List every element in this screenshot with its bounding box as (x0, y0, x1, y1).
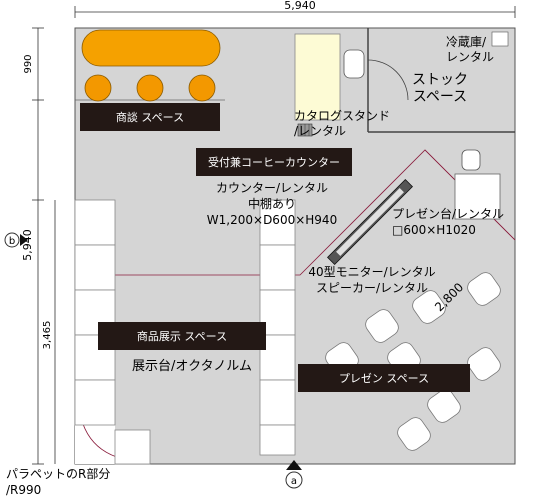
marker-b-label: b (9, 236, 15, 247)
zone-reception-label: 受付兼コーヒーカウンター (208, 156, 340, 169)
marker-a-label: a (291, 476, 297, 487)
zone-stock-label: ストックスペース (412, 72, 468, 105)
podium-annotation: プレゼン台/レンタル □600×H1020 (392, 206, 504, 237)
presentation-podium (454, 173, 501, 220)
dim-top-label: 5,940 (284, 0, 316, 12)
fridge-annotation: 冷蔵庫/レンタル (446, 35, 494, 64)
text-line: プレゼン台/レンタル (392, 206, 504, 221)
text-line: カタログスタンド (294, 109, 390, 123)
chair-1 (84, 74, 112, 102)
text-line: スピーカー/レンタル (316, 281, 428, 295)
text-line: 40型モニター/レンタル (308, 265, 435, 279)
marker-b (4, 232, 20, 248)
text-line: パラペットのR部分 (6, 466, 110, 481)
podium-chair (461, 149, 481, 171)
marker-a (285, 471, 303, 489)
text-line: ストック (412, 72, 468, 88)
fridge (491, 31, 509, 47)
text-line: W1,200×D600×H940 (207, 213, 337, 227)
text-line: 中棚あり (248, 196, 296, 211)
dim-990-label: 990 (23, 54, 34, 73)
zone-product-label: 商品展示 スペース (137, 329, 227, 343)
zone-presentation-bg (298, 364, 470, 392)
text-line: /レンタル (294, 124, 346, 138)
chair-2 (136, 74, 164, 102)
display-shelf-left (74, 199, 151, 465)
zone-negotiation-label: 商談 スペース (116, 110, 184, 124)
text-line: /R990 (6, 483, 41, 497)
monitor-annotation: 40型モニター/レンタルスピーカー/レンタル (308, 265, 435, 295)
text-line: 冷蔵庫/ (446, 35, 487, 49)
text-line: カウンター/レンタル (216, 181, 328, 195)
text-line: □600×H1020 (392, 223, 476, 237)
zone-negotiation-bg (80, 103, 220, 131)
marker-b-arrow (20, 234, 28, 246)
counter-annotation: カウンター/レンタル中棚あり W1,200×D600×H940 (207, 181, 337, 227)
reception-counter (327, 179, 413, 265)
catalog-stand (294, 33, 341, 121)
stock-chair (343, 49, 365, 79)
parapet-annotation: パラペットのR部分/R990 (6, 466, 110, 497)
zone-presentation-label: プレゼン スペース (339, 372, 429, 385)
text-line: レンタル (446, 50, 494, 64)
display-annotation: 展示台/オクタノルム (132, 359, 252, 374)
negotiation-table (81, 29, 221, 67)
zone-reception-bg (196, 148, 352, 176)
marker-a-arrow (286, 460, 302, 470)
chair-3 (188, 74, 216, 102)
dim-3465-label: 3,465 (42, 321, 53, 350)
text-line: スペース (413, 89, 467, 105)
display-shelf-right (259, 199, 296, 456)
zone-product-bg (98, 322, 266, 350)
stock-door (367, 59, 409, 101)
dim-5940-side: 5,940 (21, 229, 34, 261)
catalog-annotation: カタログスタンド/レンタル (294, 109, 390, 138)
